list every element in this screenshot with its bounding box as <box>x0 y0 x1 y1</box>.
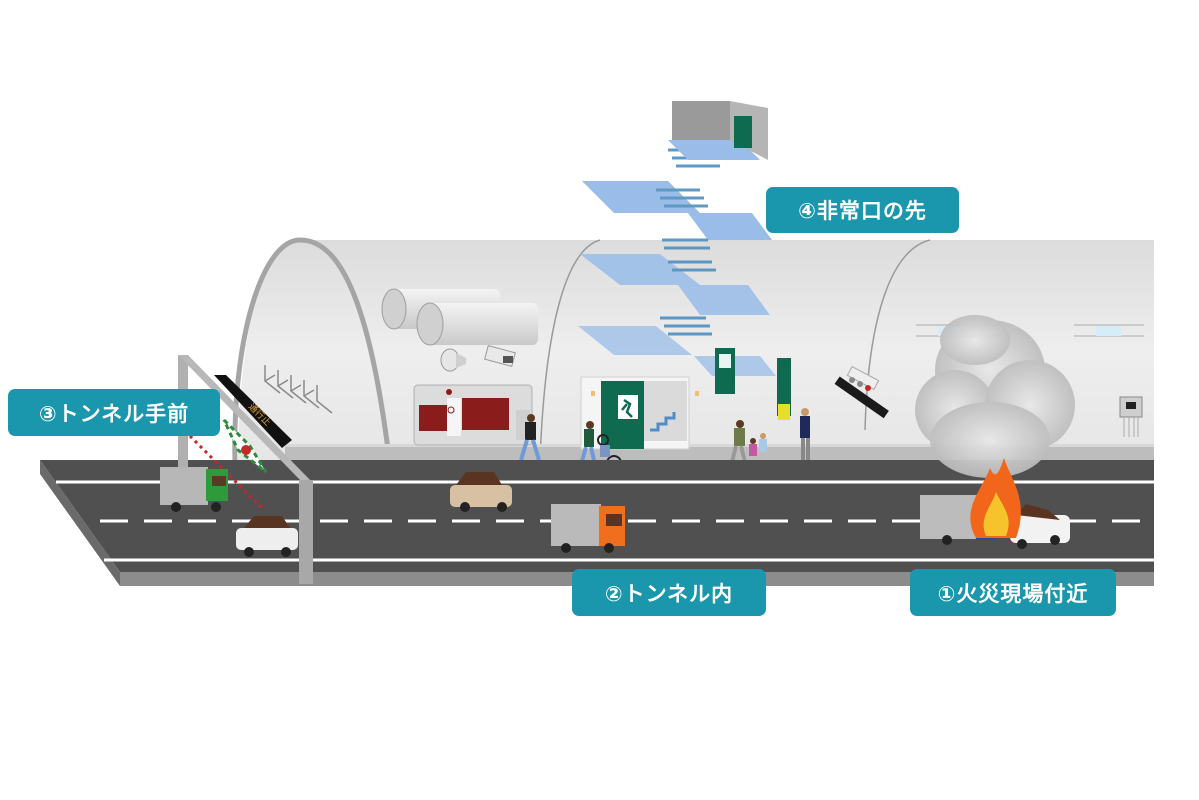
smoke-cloud <box>915 315 1075 478</box>
zone-label-text: ③トンネル手前 <box>38 401 190 426</box>
fire-icon <box>970 458 1021 538</box>
speaker-icon <box>440 348 466 372</box>
zone-label-text: ②トンネル内 <box>604 581 734 606</box>
zone-label-near-fire-scene: ①火災現場付近 <box>910 569 1116 616</box>
zone-label-beyond-emergency-exit: ④非常口の先 <box>766 187 959 233</box>
zone-label-text: ①火災現場付近 <box>937 581 1089 606</box>
emergency-phone-box-icon <box>1119 396 1143 437</box>
zone-label-text: ④非常口の先 <box>798 199 927 223</box>
tan-car <box>450 472 512 512</box>
white-car-entrance <box>236 516 298 557</box>
exit-shelter-box <box>672 101 768 160</box>
orange-truck <box>551 504 625 553</box>
cctv-camera-icon <box>484 345 516 367</box>
zone-label-before-tunnel: ③トンネル手前 <box>8 389 220 436</box>
fire-equipment-cabinet <box>413 384 533 446</box>
jet-fan-icon <box>381 288 538 346</box>
snow-fence-grid <box>264 365 333 414</box>
zone-label-inside-tunnel: ②トンネル内 <box>572 569 766 616</box>
emergency-stairs <box>578 140 776 376</box>
traffic-signal-board <box>834 365 889 419</box>
evacuation-sign-icon <box>715 348 791 420</box>
green-truck <box>160 467 228 512</box>
